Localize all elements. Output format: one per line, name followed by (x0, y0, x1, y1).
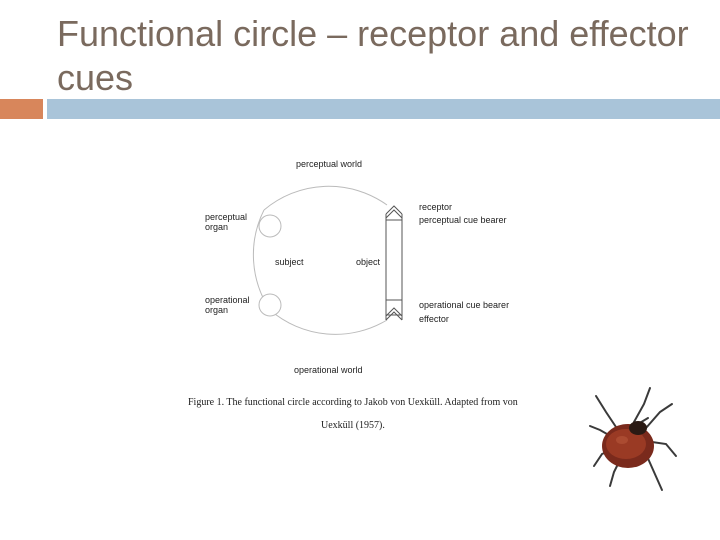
functional-circle-diagram (252, 185, 403, 335)
perceptual-organ-label: perceptual organ (205, 212, 248, 232)
operational-organ-circle (258, 293, 282, 317)
effector-label: effector (419, 314, 449, 324)
subject-label: subject (275, 257, 304, 267)
perceptual-cue-bearer-label: perceptual cue bearer (419, 215, 507, 225)
operational-world-label: operational world (294, 365, 363, 375)
title-rule-bar (47, 99, 720, 119)
title-rule-accent (0, 99, 43, 119)
upper-arc (263, 185, 388, 211)
object-label: object (356, 257, 381, 267)
receptor-label: receptor (419, 202, 453, 212)
perceptual-world-label: perceptual world (296, 159, 363, 169)
figure-caption-line1: Figure 1. The functional circle accordin… (188, 397, 518, 408)
perceptual-organ-circle (258, 214, 282, 238)
figure-caption-line2: Uexküll (1957). (321, 420, 385, 431)
operational-cue-bearer-label: operational cue bearer (419, 300, 510, 310)
lower-arc (269, 309, 388, 335)
slide-title: Functional circle – receptor and effecto… (57, 13, 689, 98)
tick-insect-icon (588, 382, 680, 498)
object-bar (385, 219, 403, 316)
operational-organ-label: operational organ (205, 295, 250, 315)
receptor-chevron (385, 205, 403, 215)
effector-chevron (385, 307, 403, 317)
functional-circle-figure: perceptual world perceptual organ subjec… (188, 150, 570, 440)
